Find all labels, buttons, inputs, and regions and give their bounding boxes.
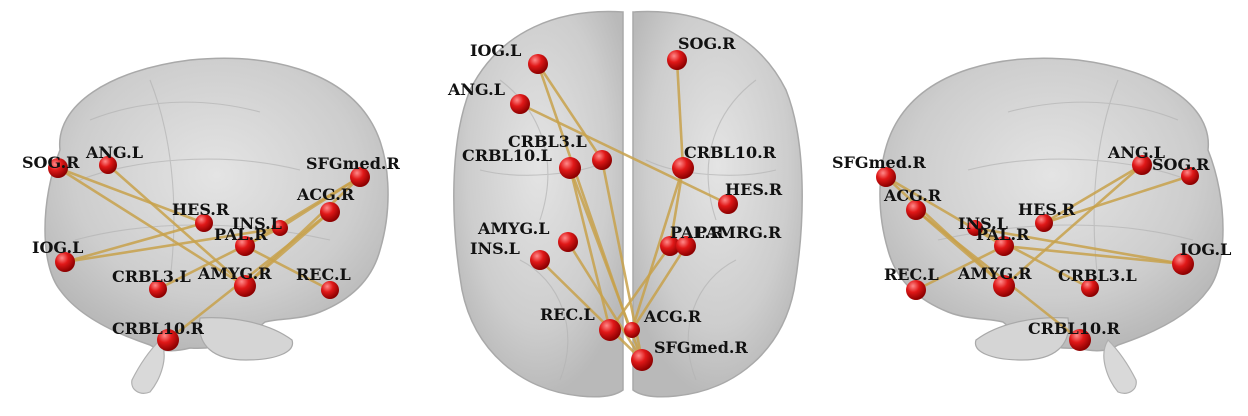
node-acg-r xyxy=(320,202,340,222)
node-rec-l xyxy=(906,280,926,300)
node-ins-l xyxy=(272,220,288,236)
right-labels: SFGmed.R ANG.L SOG.R ACG.R INS.L HES.R P… xyxy=(832,143,1231,338)
top-labels: IOG.L SOG.R ANG.L CRBL3.L CRBL10.L CRBL1… xyxy=(447,34,783,357)
top-nodes xyxy=(510,50,738,371)
node-ins-l xyxy=(967,220,983,236)
label-hes-r: HES.R xyxy=(172,200,230,219)
label-sog-r: SOG.R xyxy=(1152,155,1210,174)
label-ins-l: INS.L xyxy=(470,239,520,258)
label-acg-r: ACG.R xyxy=(883,186,942,205)
label-crbl3-l: CRBL3.L xyxy=(1058,266,1137,285)
label-iog-l: IOG.L xyxy=(32,238,83,257)
right-brain-silhouette xyxy=(879,57,1224,394)
node-crbl3-l xyxy=(592,150,612,170)
node-iog-l xyxy=(1172,253,1194,275)
node-pal-r xyxy=(994,236,1014,256)
label-ang-l: ANG.L xyxy=(447,80,505,99)
node-iog-l xyxy=(528,54,548,74)
node-crbl10-r xyxy=(157,329,179,351)
node-ins-l xyxy=(530,250,550,270)
node-sfgmed-r xyxy=(631,349,653,371)
label-ang-l: ANG.L xyxy=(1107,143,1165,162)
node-crbl10-r xyxy=(1069,329,1091,351)
label-crbl10-r: CRBL10.R xyxy=(112,319,205,338)
node-ang-l xyxy=(1132,155,1152,175)
node-ang-l xyxy=(99,156,117,174)
label-sog-r: SOG.R xyxy=(22,153,80,172)
label-crbl3-l: CRBL3.L xyxy=(508,132,587,151)
label-ins-l: INS.L xyxy=(958,214,1008,233)
label-ins-l: INS.L xyxy=(232,214,282,233)
node-amyg-l xyxy=(558,232,578,252)
node-rec-l xyxy=(599,319,621,341)
top-edges xyxy=(518,58,730,362)
node-sfgmed-r xyxy=(876,167,896,187)
left-brain-silhouette xyxy=(44,57,389,394)
label-iog-l: IOG.L xyxy=(1180,240,1231,259)
label-acg-r: ACG.R xyxy=(296,185,355,204)
node-amyg-r xyxy=(234,275,256,297)
left-edges xyxy=(56,163,362,342)
node-sfgmed-r xyxy=(350,167,370,187)
node-acg-r xyxy=(624,322,640,338)
label-sfgmed-r: SFGmed.R xyxy=(306,154,400,173)
node-sog-r xyxy=(1181,167,1199,185)
label-rec-l: REC.L xyxy=(540,305,595,324)
label-sog-r: SOG.R xyxy=(678,34,736,53)
label-pal-r: PAL.R xyxy=(976,225,1030,244)
label-amyg-l: AMYG.L xyxy=(477,219,549,238)
label-sfgmed-r: SFGmed.R xyxy=(832,153,926,172)
node-crbl3-l xyxy=(1081,279,1099,297)
node-crbl10-l xyxy=(559,157,581,179)
node-acg-r xyxy=(906,200,926,220)
right-nodes xyxy=(876,155,1199,351)
node-hes-r xyxy=(718,194,738,214)
label-pal-r: PAL.R xyxy=(670,223,724,242)
node-pamrg-r xyxy=(676,236,696,256)
node-rec-l xyxy=(321,281,339,299)
label-acg-r: ACG.R xyxy=(643,307,702,326)
label-hes-r: HES.R xyxy=(1018,200,1076,219)
top-view: IOG.L SOG.R ANG.L CRBL3.L CRBL10.L CRBL1… xyxy=(447,10,803,398)
label-rec-l: REC.L xyxy=(296,265,351,284)
label-hes-r: HES.R xyxy=(725,180,783,199)
left-nodes xyxy=(48,156,370,351)
node-sog-r xyxy=(48,158,68,178)
right-view: SFGmed.R ANG.L SOG.R ACG.R INS.L HES.R P… xyxy=(832,57,1231,394)
node-ang-l xyxy=(510,94,530,114)
label-iog-l: IOG.L xyxy=(470,41,521,60)
label-crbl10-r: CRBL10.R xyxy=(684,143,777,162)
label-pal-r: PAL.R xyxy=(214,225,268,244)
node-crbl3-l xyxy=(149,280,167,298)
left-view: SOG.R ANG.L HES.R INS.L PAL.R SFGmed.R A… xyxy=(22,57,400,394)
node-iog-l xyxy=(55,252,75,272)
node-pal-r xyxy=(660,236,680,256)
label-crbl3-l: CRBL3.L xyxy=(112,267,191,286)
node-amyg-r xyxy=(993,275,1015,297)
node-crbl10-r xyxy=(672,157,694,179)
node-pal-r xyxy=(235,236,255,256)
label-crbl10-l: CRBL10.L xyxy=(462,146,552,165)
node-hes-r xyxy=(195,214,213,232)
node-sog-r xyxy=(667,50,687,70)
label-amyg-r: AMYG.R xyxy=(957,264,1032,283)
label-amyg-r: AMYG.R xyxy=(197,264,272,283)
node-hes-r xyxy=(1035,214,1053,232)
label-rec-l: REC.L xyxy=(884,265,939,284)
label-ang-l: ANG.L xyxy=(85,143,143,162)
label-pamrg-r: PAMRG.R xyxy=(695,223,782,242)
label-crbl10-r: CRBL10.R xyxy=(1028,319,1121,338)
left-labels: SOG.R ANG.L HES.R INS.L PAL.R SFGmed.R A… xyxy=(22,143,400,338)
label-sfgmed-r: SFGmed.R xyxy=(654,338,748,357)
right-edges xyxy=(884,163,1192,342)
